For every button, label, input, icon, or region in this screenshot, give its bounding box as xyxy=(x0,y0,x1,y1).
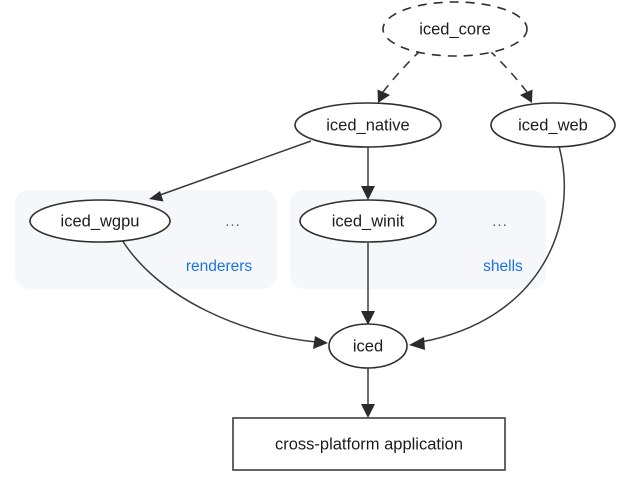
edge-iced-wgpu-to-iced xyxy=(121,239,328,349)
node-application-shape xyxy=(232,417,506,471)
node-iced-label: iced xyxy=(353,337,383,355)
node-iced-web-shape xyxy=(490,102,616,148)
node-iced-winit-label: iced_winit xyxy=(332,212,405,230)
edge-iced-web-to-iced xyxy=(409,145,566,350)
node-iced-wgpu-label: iced_wgpu xyxy=(61,212,140,230)
node-iced-native-shape xyxy=(294,102,442,148)
node-iced-wgpu[interactable]: iced_wgpu xyxy=(29,199,171,243)
node-iced-web[interactable]: iced_web xyxy=(490,102,616,148)
node-iced-core-label: iced_core xyxy=(419,20,491,38)
node-iced-native-label: iced_native xyxy=(326,116,409,134)
node-iced[interactable]: iced xyxy=(328,323,408,369)
cluster-renderers-ellipsis: ... xyxy=(225,213,241,230)
node-iced-core[interactable]: iced_core xyxy=(382,1,528,57)
node-iced-web-label: iced_web xyxy=(518,116,588,134)
node-iced-shape xyxy=(328,323,408,369)
edge-iced-core-to-iced-web xyxy=(488,49,533,103)
node-iced-wgpu-shape xyxy=(29,199,171,243)
edge-iced-native-to-iced-wgpu xyxy=(149,140,312,202)
node-cross-platform-application[interactable]: cross-platform application xyxy=(232,417,506,471)
edge-iced-to-application xyxy=(361,368,375,418)
edge-iced-native-to-iced-winit xyxy=(361,147,375,200)
node-iced-native[interactable]: iced_native xyxy=(294,102,442,148)
edge-iced-winit-to-iced xyxy=(361,243,375,325)
node-iced-winit[interactable]: iced_winit xyxy=(299,199,437,243)
cluster-shells-label: shells xyxy=(483,258,523,275)
node-application-label: cross-platform application xyxy=(275,435,463,453)
node-iced-winit-shape xyxy=(299,199,437,243)
cluster-shells-ellipsis: ... xyxy=(492,213,508,230)
edge-iced-core-to-iced-native xyxy=(377,49,422,103)
cluster-renderers-label: renderers xyxy=(186,258,253,275)
node-iced-core-shape xyxy=(382,1,528,57)
